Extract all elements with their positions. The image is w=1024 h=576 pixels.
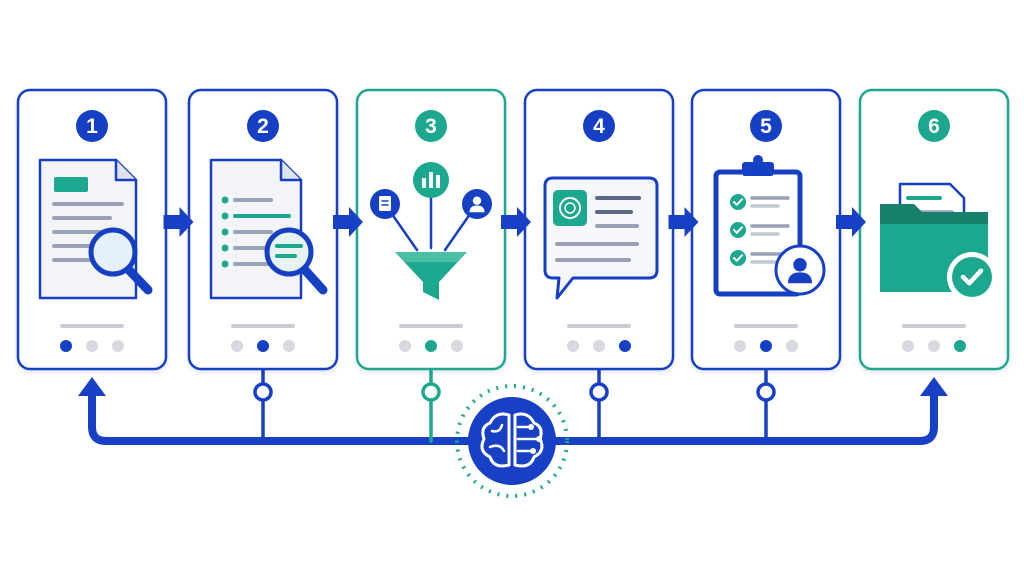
clipboard-clip xyxy=(742,162,774,176)
circuit-node xyxy=(528,424,534,430)
brain-circuit-icon xyxy=(455,384,569,498)
feedback-arrowhead-step-1 xyxy=(78,377,106,396)
checklist-item xyxy=(730,222,790,238)
step-card-3: 3 xyxy=(355,88,507,371)
flow-arrow xyxy=(501,207,531,237)
step-number: 1 xyxy=(86,115,98,138)
list-bullet xyxy=(221,196,229,204)
pagination-dot xyxy=(734,340,746,352)
tap-node xyxy=(421,382,441,402)
pagination-dot xyxy=(283,340,295,352)
flow-arrow xyxy=(333,207,363,237)
list-bullet xyxy=(221,228,229,236)
pagination-dot xyxy=(399,340,411,352)
document-header-block xyxy=(54,177,88,192)
step-number: 6 xyxy=(928,115,940,138)
flow-arrow xyxy=(163,207,194,237)
pagination-dot xyxy=(257,340,269,352)
approval-check xyxy=(960,268,984,286)
pagination-dot xyxy=(593,340,605,352)
pagination-dot xyxy=(902,340,914,352)
step-number: 5 xyxy=(760,115,772,138)
document-search-icon xyxy=(38,158,153,300)
pagination-dot xyxy=(86,340,98,352)
pagination-dot xyxy=(567,340,579,352)
step-card-1: 1 xyxy=(16,88,168,371)
pagination-dot xyxy=(786,340,798,352)
approved-folder-icon xyxy=(880,182,997,302)
step-card-5: 5 xyxy=(690,88,842,371)
hub-dotted-ring xyxy=(455,384,569,498)
step-number: 3 xyxy=(425,115,437,138)
step-number-badge: 5 xyxy=(750,110,782,142)
pagination-dot xyxy=(112,340,124,352)
flow-arrow xyxy=(836,207,866,237)
tap-node xyxy=(589,382,609,402)
brain-fold xyxy=(488,444,506,453)
funnel-rim xyxy=(395,252,467,262)
brain-left-half xyxy=(480,412,511,468)
circuit-node xyxy=(536,436,542,442)
checklist-item xyxy=(730,194,790,210)
document-input-icon xyxy=(370,189,400,219)
list-bullet xyxy=(221,260,229,268)
tap-node xyxy=(253,382,273,402)
approval-badge xyxy=(952,257,992,297)
step-card-4: 4 xyxy=(523,88,675,371)
document-fold xyxy=(114,158,138,182)
pagination-dot xyxy=(60,340,72,352)
clipboard-clip-ring xyxy=(753,155,763,165)
magnifier-handle xyxy=(300,265,328,295)
hub-disc xyxy=(468,397,556,485)
feedback-arrowhead-step-6 xyxy=(920,377,948,396)
brain-fold xyxy=(490,423,504,433)
funnel-icon xyxy=(370,162,492,300)
list-search-icon xyxy=(209,158,328,300)
list-page-fold xyxy=(279,158,303,182)
pagination-dot xyxy=(954,340,966,352)
step-number-badge: 2 xyxy=(247,110,279,142)
ai-knot-mark xyxy=(559,197,581,219)
flow-arrows xyxy=(163,207,866,237)
ai-chat-icon xyxy=(543,176,659,300)
tap-node xyxy=(756,382,776,402)
step-number: 2 xyxy=(257,115,269,138)
pagination-dot xyxy=(928,340,940,352)
circuit-node xyxy=(530,448,536,454)
magnifier-lens xyxy=(264,227,314,277)
step-number-badge: 6 xyxy=(918,110,950,142)
pagination-dot xyxy=(619,340,631,352)
list-bullet xyxy=(221,212,229,220)
ai-logo-tile xyxy=(553,190,587,226)
pagination-dot xyxy=(451,340,463,352)
chart-input-icon xyxy=(413,162,449,198)
step-card-6: 6 xyxy=(858,88,1010,371)
step-number-badge: 3 xyxy=(415,110,447,142)
funnel-shape xyxy=(395,252,467,300)
checklist-review-icon xyxy=(713,155,826,297)
magnifier-handle xyxy=(124,265,153,295)
list-bullet xyxy=(221,244,229,252)
magnifier-lens xyxy=(88,227,138,277)
pagination-dot xyxy=(760,340,772,352)
reviewer-avatar xyxy=(774,244,826,296)
flow-arrow xyxy=(668,207,699,237)
user-input-icon xyxy=(462,189,492,219)
step-number-badge: 1 xyxy=(76,110,108,142)
step-number: 4 xyxy=(593,115,605,138)
step-card-2: 2 xyxy=(187,88,339,371)
pagination-dot xyxy=(231,340,243,352)
step-number-badge: 4 xyxy=(583,110,615,142)
pagination-dot xyxy=(425,340,437,352)
